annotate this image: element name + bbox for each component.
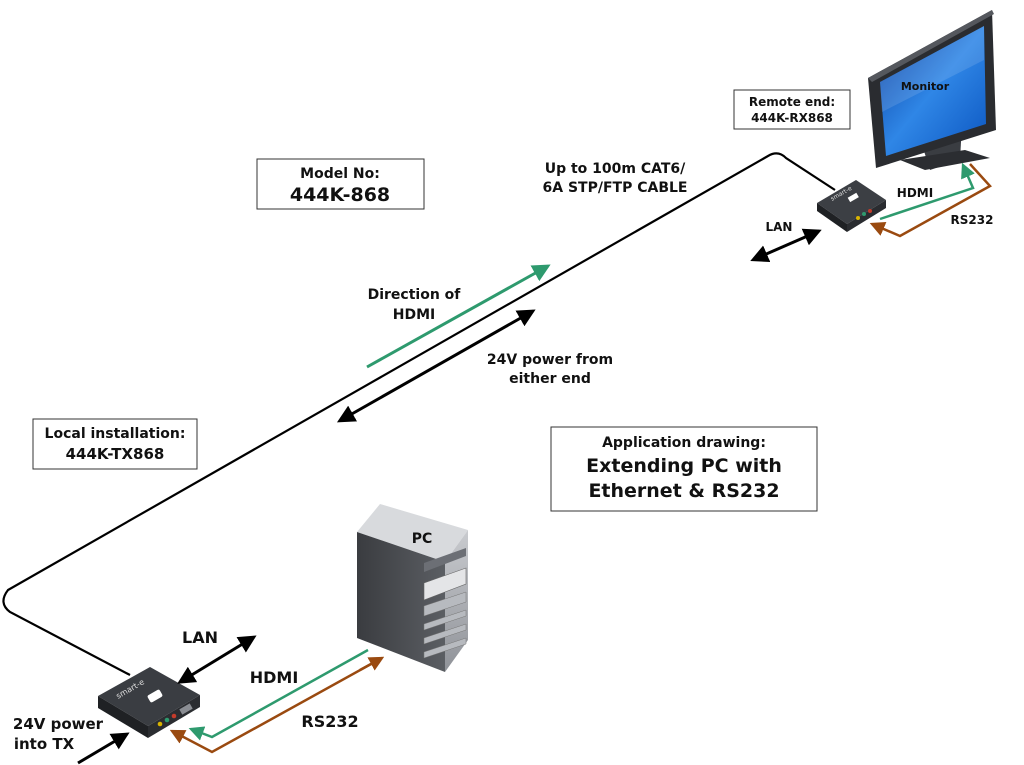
rx-hdmi-label: HDMI [897,186,933,200]
rx-device: smart-e [817,180,886,232]
local-installation-model: 444K-TX868 [66,445,165,463]
direction-label-line1: Direction of [368,287,462,303]
direction-label-line2: HDMI [393,307,435,323]
application-drawing-caption: Application drawing: [602,435,766,451]
model-number-box: Model No: 444K-868 [256,158,425,210]
power-label-line1: 24V power from [487,352,613,368]
model-number-caption: Model No: [300,166,380,182]
tx-rs232-arrow [169,656,383,754]
rx-lan-label: LAN [766,220,793,234]
application-drawing-box: Application drawing: Extending PC with E… [550,426,818,512]
application-drawing-title-line2: Ethernet & RS232 [588,480,779,502]
tx-lan-label: LAN [182,628,218,647]
tx-lan-arrow [177,635,257,684]
local-installation-caption: Local installation: [45,426,186,442]
monitor-screen [880,26,986,156]
monitor: Monitor [868,10,996,170]
remote-end-caption: Remote end: [749,95,835,109]
rx-rs232-arrow [869,163,992,238]
rx-hdmi-arrow [879,162,975,221]
tx-power-label-line1: 24V power [13,715,104,733]
cable-label-line2: 6A STP/FTP CABLE [543,180,688,196]
tx-power-label-line2: into TX [14,735,75,753]
tx-rs232-label: RS232 [301,712,358,731]
power-both-ways-arrow [336,309,536,423]
monitor-label: Monitor [901,80,950,93]
tx-rs232-arrowhead-pc [359,656,385,672]
local-installation-box: Local installation: 444K-TX868 [32,418,198,470]
remote-end-model: 444K-RX868 [751,111,833,125]
cable-label-line1: Up to 100m CAT6/ [545,161,686,177]
pc-tower: PC [357,504,468,672]
tx-hdmi-label: HDMI [250,668,299,687]
pc-top [357,504,468,562]
power-label-line2: either end [509,371,591,387]
application-drawing-title-line1: Extending PC with [586,455,782,477]
model-number-value: 444K-868 [290,184,390,206]
tx-hdmi-arrow [188,648,369,741]
remote-end-box: Remote end: 444K-RX868 [733,89,851,130]
pc-label: PC [412,531,433,547]
tx-power-arrow [77,732,130,765]
rx-rs232-label: RS232 [951,213,994,227]
pc-side [357,532,445,672]
rx-lan-arrow [750,228,822,263]
tx-device: smart-e [98,667,200,738]
